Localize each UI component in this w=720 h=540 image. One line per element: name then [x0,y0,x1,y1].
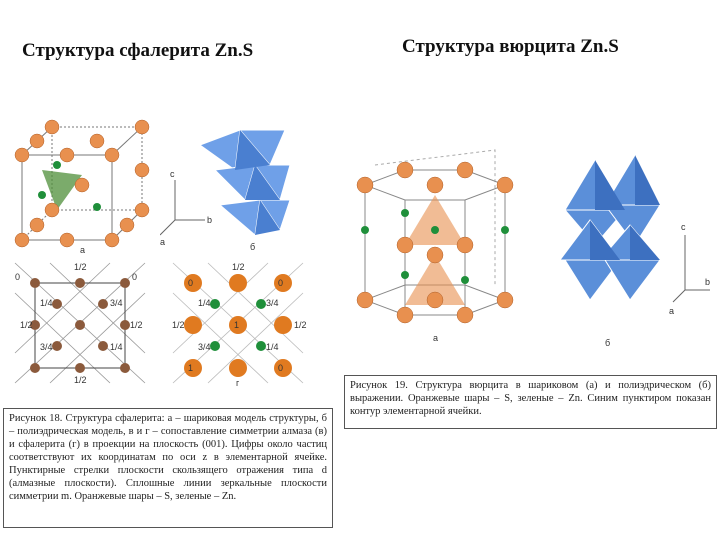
svg-text:1/4: 1/4 [266,342,279,352]
svg-text:1/2: 1/2 [172,320,185,330]
svg-text:1/2: 1/2 [74,375,87,385]
wurtzite-panel-b-label: б [605,338,610,348]
svg-text:0: 0 [188,278,193,288]
svg-text:1/2: 1/2 [232,262,245,272]
svg-text:1: 1 [188,363,193,373]
svg-text:1/2: 1/2 [294,320,307,330]
svg-text:3/4: 3/4 [198,342,211,352]
svg-text:1/4: 1/4 [110,342,123,352]
wurtzite-caption: Рисунок 19. Структура вюрцита в шариково… [344,375,717,429]
diamond-projection: 1/2 1/2 1/2 1/2 3/4 3/4 1/4 1/4 0 0 в [14,262,146,388]
sphalerite-panel-g-label: г [236,378,240,388]
sphalerite-ball-model: а [14,119,150,255]
sphalerite-projection: 0 0 1 0 1 1/2 1/2 1/2 1/4 3/4 3/4 1/4 г [172,262,307,388]
wurtzite-panel-a-label: а [433,333,438,343]
wurtzite-axis-b: b [705,277,710,287]
svg-text:1/4: 1/4 [40,298,53,308]
svg-text:0: 0 [278,363,283,373]
svg-text:1/4: 1/4 [198,298,211,308]
sphalerite-axis-c: c [170,169,175,179]
sphalerite-polyhedral-model: c b a б [160,129,291,252]
svg-text:1/2: 1/2 [74,262,87,272]
svg-text:0: 0 [278,278,283,288]
wurtzite-ball-model: а [356,149,514,343]
svg-text:3/4: 3/4 [266,298,279,308]
svg-text:0: 0 [15,272,20,282]
wurtzite-polyhedral-model: c b a б [559,153,710,348]
svg-text:3/4: 3/4 [40,342,53,352]
sphalerite-panel-v-label: в [78,386,83,388]
svg-text:0: 0 [132,272,137,282]
wurtzite-axis-a: a [669,306,674,316]
sphalerite-caption: Рисунок 18. Структура сфалерита: а – шар… [3,408,333,528]
sphalerite-panel-b-label: б [250,242,255,252]
right-title: Структура вюрцита Zn.S [402,36,619,57]
sphalerite-panel-a-label: а [80,245,85,255]
svg-text:1/2: 1/2 [130,320,143,330]
sphalerite-axis-a: a [160,237,165,247]
svg-text:1: 1 [234,320,239,330]
sphalerite-axis-b: b [207,215,212,225]
wurtzite-axis-c: c [681,222,686,232]
svg-text:1/2: 1/2 [20,320,33,330]
left-title: Структура сфалерита Zn.S [22,40,254,61]
svg-text:3/4: 3/4 [110,298,123,308]
